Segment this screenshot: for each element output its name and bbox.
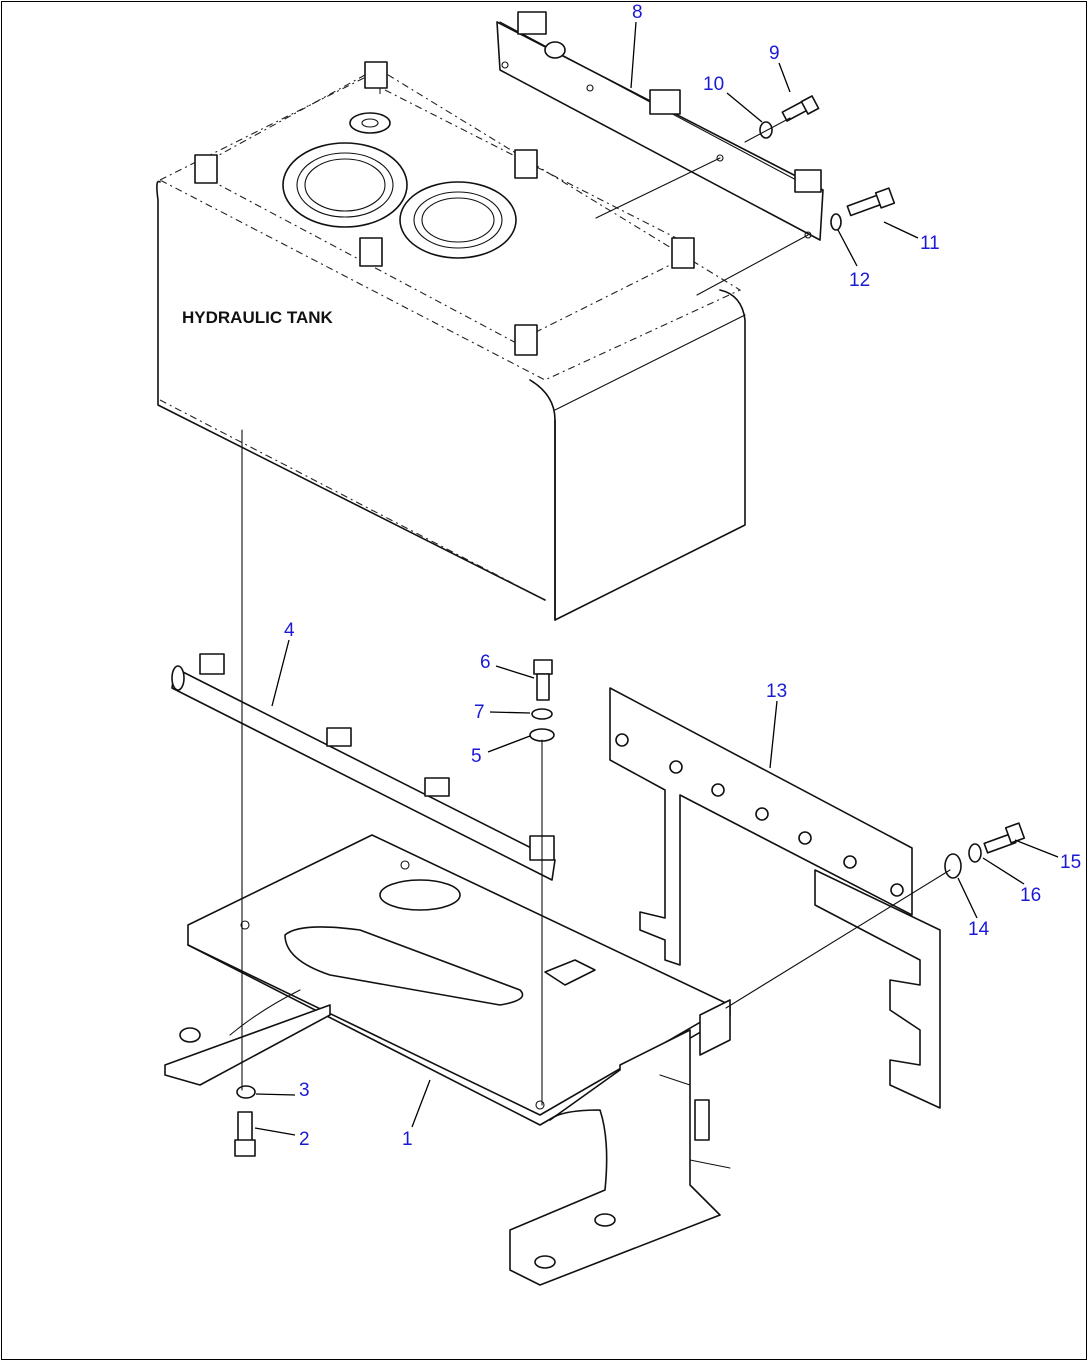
- callout-2: 2: [299, 1129, 310, 1150]
- callout-13: 13: [766, 681, 787, 702]
- cover-plate-13: [609, 687, 941, 1109]
- washer-10: [759, 121, 773, 139]
- bolt-2: [234, 1111, 256, 1157]
- callout-3: 3: [299, 1080, 310, 1101]
- callout-numbers: 8 9 10 11 12 4 6 7 5 13 15 16 14 3 2 1: [284, 2, 1081, 1150]
- washer-12: [830, 213, 842, 231]
- tank-label: HYDRAULIC TANK: [182, 308, 334, 327]
- hydraulic-tank: HYDRAULIC TANK: [156, 61, 746, 621]
- callout-leaders: [254, 21, 1059, 1136]
- washer-5: [529, 728, 555, 742]
- callout-6: 6: [480, 652, 491, 673]
- callout-8: 8: [632, 2, 643, 23]
- alignment-lines: [241, 117, 951, 1106]
- callout-9: 9: [769, 43, 780, 64]
- callout-14: 14: [968, 919, 990, 940]
- bolt-9: [781, 95, 820, 122]
- callout-16: 16: [1020, 885, 1041, 906]
- washer-7: [531, 708, 553, 720]
- callout-10: 10: [703, 74, 724, 95]
- callout-12: 12: [849, 270, 870, 291]
- washer-14: [944, 853, 962, 879]
- callout-15: 15: [1060, 852, 1081, 873]
- callout-4: 4: [284, 620, 295, 641]
- washer-16: [968, 843, 982, 863]
- bolt-11: [846, 187, 896, 217]
- callout-1: 1: [402, 1129, 413, 1150]
- bolt-6: [533, 659, 553, 701]
- callout-11: 11: [920, 233, 940, 254]
- mounting-frame-1: [164, 834, 731, 1286]
- support-bar-4: [171, 653, 556, 881]
- washer-3: [236, 1085, 256, 1099]
- callout-7: 7: [474, 702, 485, 723]
- bolt-15: [983, 822, 1026, 854]
- tank-bracket-8: [496, 11, 824, 241]
- callout-5: 5: [471, 746, 482, 767]
